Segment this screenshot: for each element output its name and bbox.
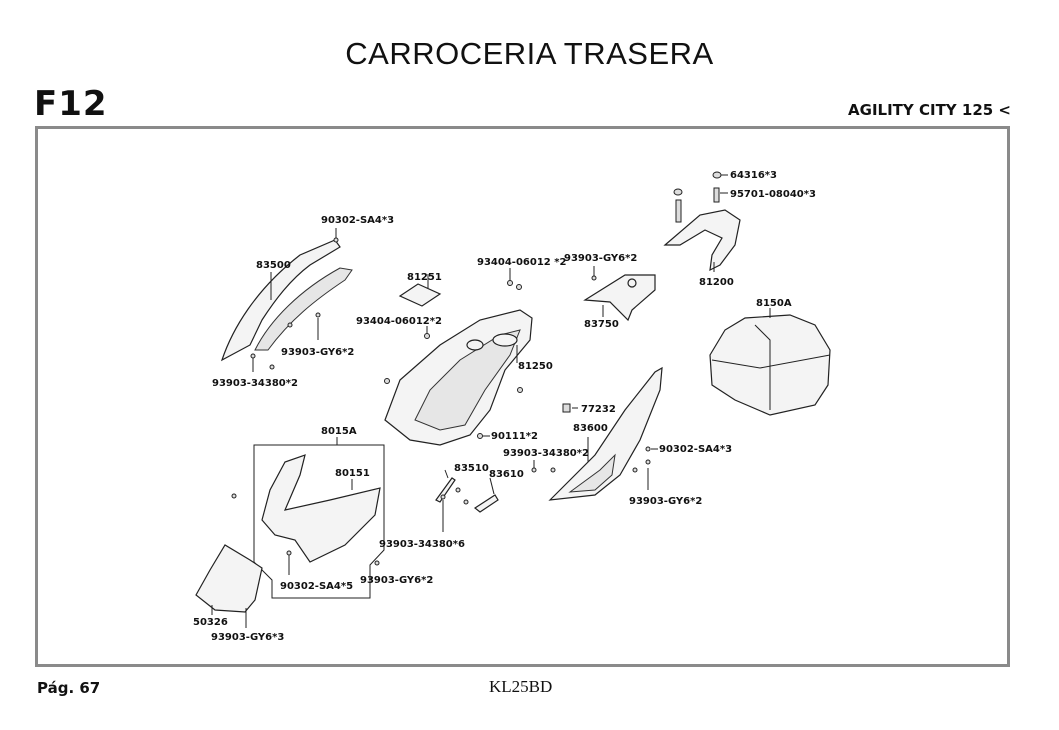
label-64316-3: 64316*3 bbox=[730, 170, 777, 181]
label-81200: 81200 bbox=[699, 277, 734, 288]
label-83610: 83610 bbox=[489, 469, 524, 480]
document-id: KL25BD bbox=[489, 677, 553, 696]
page-number: Pág. 67 bbox=[37, 679, 101, 697]
label-90302-sa4-3-b: 90302-SA4*3 bbox=[659, 444, 732, 455]
label-93903-gy6-2-b: 93903-GY6*2 bbox=[564, 253, 637, 264]
part-81250-luggage-box bbox=[384, 309, 533, 446]
label-83600: 83600 bbox=[573, 423, 608, 434]
label-93903-gy6-3: 93903-GY6*3 bbox=[211, 632, 284, 643]
part-81251-label-plate bbox=[398, 274, 442, 307]
part-83600-side-cover bbox=[548, 366, 663, 501]
label-8150A: 8150A bbox=[756, 298, 792, 309]
label-83510: 83510 bbox=[454, 463, 489, 474]
bolt-95701 bbox=[713, 187, 728, 203]
screw-left-80151 bbox=[231, 493, 237, 499]
part-83750-center-cover bbox=[583, 274, 656, 322]
label-81250: 81250 bbox=[518, 361, 553, 372]
label-81251: 81251 bbox=[407, 272, 442, 283]
part-83510-strip bbox=[435, 469, 456, 503]
section-code: F12 bbox=[34, 84, 108, 124]
screw-93903-34380-a bbox=[250, 353, 275, 372]
label-93903-gy6-2-c: 93903-GY6*2 bbox=[629, 496, 702, 507]
clip-77232 bbox=[562, 403, 578, 413]
label-93903-34380-6: 93903-34380*6 bbox=[379, 539, 465, 550]
screw-90111 bbox=[477, 433, 490, 439]
screw-93903-gy6-c bbox=[632, 459, 651, 490]
label-83750: 83750 bbox=[584, 319, 619, 330]
part-83610-strip bbox=[473, 477, 499, 513]
label-93903-34380-2-b: 93903-34380*2 bbox=[503, 448, 589, 459]
label-93903-34380-2-a: 93903-34380*2 bbox=[212, 378, 298, 389]
washer-64316 bbox=[712, 171, 728, 179]
part-50326-lower-cover bbox=[195, 544, 263, 615]
label-93903-gy6-2-d: 93903-GY6*2 bbox=[360, 575, 433, 586]
label-80151: 80151 bbox=[335, 468, 370, 479]
label-77232: 77232 bbox=[581, 404, 616, 415]
screw-90302-a bbox=[333, 228, 339, 243]
label-83500: 83500 bbox=[256, 260, 291, 271]
screw-93903-34380-6 bbox=[440, 487, 469, 532]
label-90111-2: 90111*2 bbox=[491, 431, 538, 442]
screw-93903-gy6-b bbox=[591, 266, 597, 281]
screw-box-left bbox=[384, 378, 390, 384]
screw-90302-sa4-5 bbox=[286, 550, 292, 575]
screw-90302-b bbox=[645, 446, 658, 452]
part-80151-rear-cover bbox=[261, 454, 381, 563]
screw-93903-gy6-a bbox=[287, 312, 321, 340]
screw-93903-34380-b bbox=[531, 460, 556, 473]
label-90302-sa4-5: 90302-SA4*5 bbox=[280, 581, 353, 592]
label-93903-gy6-2-a: 93903-GY6*2 bbox=[281, 347, 354, 358]
part-8150A-top-case bbox=[709, 308, 831, 416]
label-90302-sa4-3-a: 90302-SA4*3 bbox=[321, 215, 394, 226]
label-95701-08040-3: 95701-08040*3 bbox=[730, 189, 816, 200]
screw-93404-a bbox=[424, 326, 430, 339]
diagram-frame bbox=[35, 126, 1010, 667]
screw-box-right bbox=[517, 387, 523, 393]
screw-93903-gy6-d bbox=[374, 560, 380, 566]
label-8015A: 8015A bbox=[321, 426, 357, 437]
page-title: CARROCERIA TRASERA bbox=[345, 36, 714, 71]
part-81200-rear-carrier bbox=[663, 188, 741, 272]
label-93404-06012-2-b: 93404-06012 *2 bbox=[477, 257, 566, 268]
label-50326: 50326 bbox=[193, 617, 228, 628]
screw-93404-b bbox=[507, 268, 522, 290]
label-93404-06012-2-a: 93404-06012*2 bbox=[356, 316, 442, 327]
model-name: AGILITY CITY 125 < bbox=[848, 101, 1011, 119]
part-83500-side-cover bbox=[220, 239, 353, 362]
